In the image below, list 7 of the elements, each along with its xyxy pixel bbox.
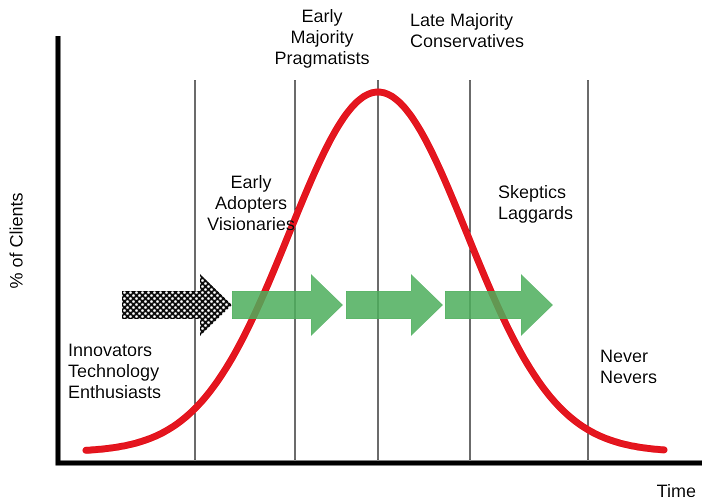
stage-label: Never Nevers: [600, 346, 658, 388]
stage-label: Innovators Technology Enthusiasts: [68, 340, 162, 403]
axis-label: % of Clients: [6, 191, 28, 291]
axis-label: Time: [656, 481, 696, 502]
stage-label: Skeptics Laggards: [498, 182, 574, 224]
stage-label: Late Majority Conservatives: [410, 10, 526, 52]
stage-label: Early Majority Pragmatists: [273, 6, 371, 69]
